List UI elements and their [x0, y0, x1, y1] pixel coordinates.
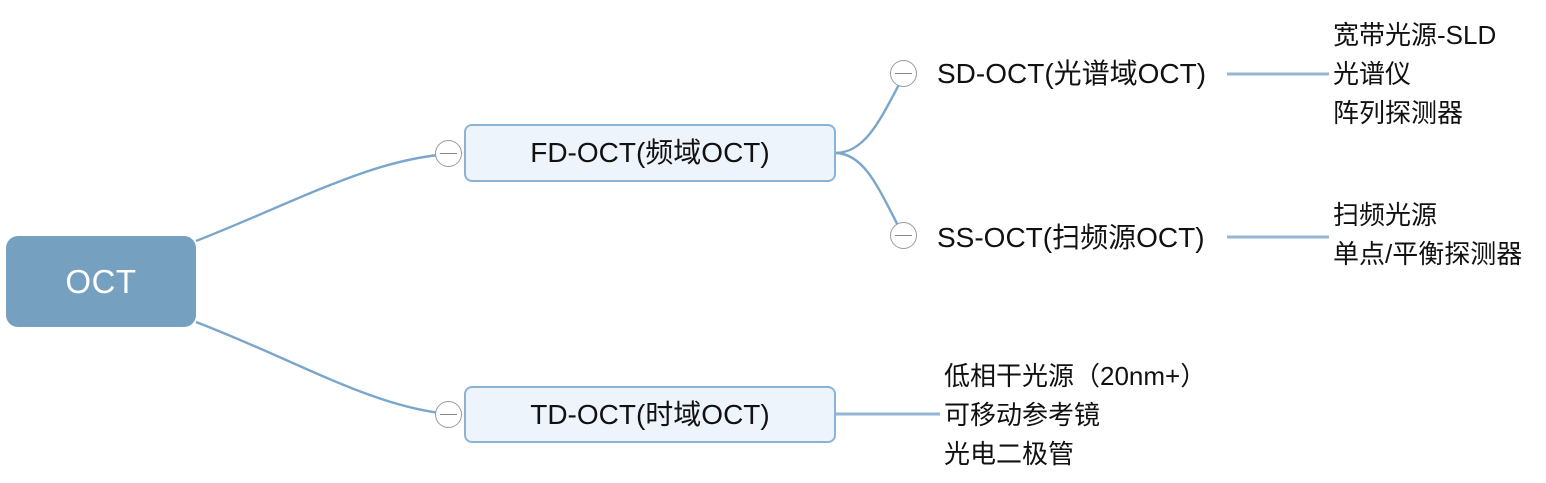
- leaf-line: 低相干光源（20nm+）: [944, 361, 1207, 391]
- leaf-line: 光谱仪: [1333, 59, 1412, 89]
- collapse-minus-icon-fd[interactable]: [435, 140, 462, 167]
- branch-node-label-fd: FD-OCT(频域OCT): [530, 137, 770, 168]
- collapse-minus-icon-td[interactable]: [435, 401, 462, 428]
- root-node-oct[interactable]: OCT: [6, 236, 196, 327]
- leaf-line: 宽带光源-SLD: [1333, 20, 1497, 50]
- sub-node-ss-oct[interactable]: SS-OCT(扫频源OCT): [937, 220, 1205, 256]
- leaf-text-block-sd: 宽带光源-SLD 光谱仪 阵列探测器: [1333, 16, 1496, 133]
- edge-root-to-fd: [195, 152, 449, 243]
- sub-node-sd-oct[interactable]: SD-OCT(光谱域OCT): [937, 56, 1206, 92]
- sub-node-label-ss: SS-OCT(扫频源OCT): [937, 222, 1205, 253]
- edge-root-to-td: [195, 320, 449, 416]
- edge-fd-to-sd: [835, 76, 905, 155]
- edge-fd-to-ss: [835, 151, 905, 236]
- collapse-minus-icon-ss[interactable]: [890, 222, 917, 249]
- leaf-line: 扫频光源: [1333, 200, 1438, 230]
- leaf-line: 阵列探测器: [1333, 98, 1464, 128]
- branch-node-label-td: TD-OCT(时域OCT): [530, 398, 770, 430]
- leaf-line: 可移动参考镜: [944, 400, 1101, 430]
- leaf-line: 单点/平衡探测器: [1333, 239, 1523, 269]
- sub-node-label-sd: SD-OCT(光谱域OCT): [937, 58, 1207, 89]
- leaf-text-block-td: 低相干光源（20nm+） 可移动参考镜 光电二极管: [944, 357, 1206, 474]
- branch-node-fd-oct[interactable]: FD-OCT(频域OCT): [464, 124, 836, 182]
- leaf-text-block-ss: 扫频光源 单点/平衡探测器: [1333, 196, 1522, 274]
- collapse-minus-icon-sd[interactable]: [890, 60, 917, 87]
- root-node-label: OCT: [65, 263, 137, 300]
- branch-node-td-oct[interactable]: TD-OCT(时域OCT): [464, 386, 836, 443]
- leaf-line: 光电二极管: [944, 439, 1075, 469]
